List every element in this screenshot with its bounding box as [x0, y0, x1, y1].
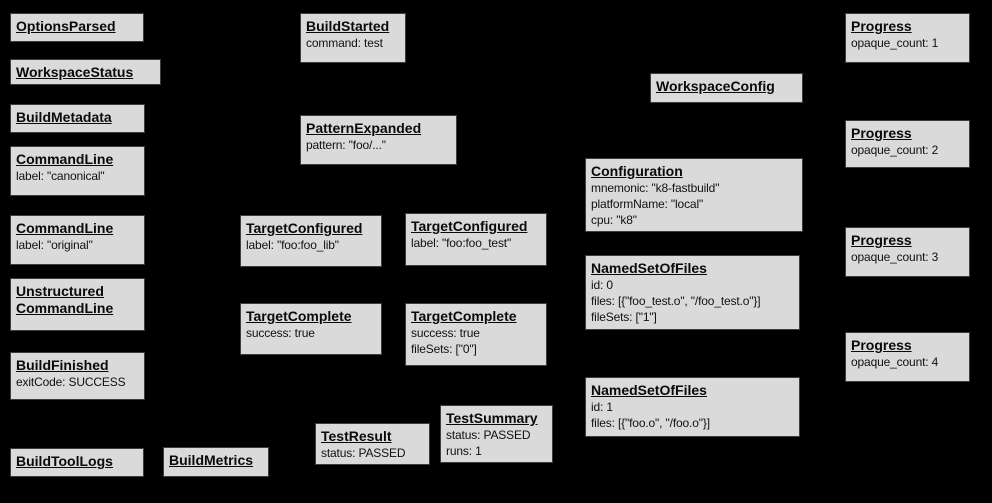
node-progress-2: Progress opaque_count: 2 — [845, 120, 970, 168]
node-title: Unstructured CommandLine — [16, 283, 114, 316]
node-body: label: "original" — [16, 238, 93, 252]
node-target-configured-foo-lib: TargetConfigured label: "foo:foo_lib" — [240, 215, 382, 267]
node-title: Progress — [851, 232, 912, 248]
node-title: NamedSetOfFiles — [591, 260, 707, 276]
node-test-summary: TestSummary status: PASSED runs: 1 — [440, 405, 553, 463]
node-title: OptionsParsed — [16, 18, 116, 34]
node-build-metadata: BuildMetadata — [10, 104, 145, 133]
node-body: command: test — [306, 36, 383, 50]
node-title: CommandLine — [16, 220, 114, 236]
node-pattern-expanded: PatternExpanded pattern: "foo/..." — [300, 115, 457, 165]
node-title: TargetConfigured — [246, 220, 363, 236]
node-title: WorkspaceStatus — [16, 64, 134, 80]
node-body: label: "foo:foo_test" — [411, 236, 512, 250]
node-unstructured-command-line: Unstructured CommandLine — [10, 278, 145, 331]
node-title: Progress — [851, 337, 912, 353]
node-named-set-of-files-0: NamedSetOfFiles id: 0 files: [{"foo_test… — [585, 255, 800, 330]
node-body: id: 1 files: [{"foo.o", "/foo.o"}] — [591, 400, 710, 430]
node-target-complete-foo-lib: TargetComplete success: true — [240, 303, 382, 355]
node-title: Configuration — [591, 163, 683, 179]
node-options-parsed: OptionsParsed — [10, 13, 144, 42]
node-body: mnemonic: "k8-fastbuild" platformName: "… — [591, 181, 720, 227]
node-title: BuildMetadata — [16, 109, 112, 125]
node-body: opaque_count: 2 — [851, 143, 939, 157]
node-progress-3: Progress opaque_count: 3 — [845, 227, 970, 277]
node-title: WorkspaceConfig — [656, 78, 775, 94]
node-title: TargetConfigured — [411, 218, 528, 234]
node-body: success: true fileSets: ["0"] — [411, 326, 480, 356]
node-title: BuildMetrics — [169, 452, 254, 468]
node-body: opaque_count: 4 — [851, 355, 939, 369]
node-configuration: Configuration mnemonic: "k8-fastbuild" p… — [585, 158, 803, 232]
node-body: exitCode: SUCCESS — [16, 375, 126, 389]
node-target-complete-foo-test: TargetComplete success: true fileSets: [… — [405, 303, 547, 366]
node-build-finished: BuildFinished exitCode: SUCCESS — [10, 352, 145, 400]
node-title: TestResult — [321, 428, 392, 444]
node-command-line-canonical: CommandLine label: "canonical" — [10, 146, 145, 196]
node-build-tool-logs: BuildToolLogs — [10, 448, 144, 477]
node-title: BuildToolLogs — [16, 453, 113, 469]
node-title: PatternExpanded — [306, 120, 422, 136]
node-title: BuildFinished — [16, 357, 109, 373]
node-build-metrics: BuildMetrics — [163, 447, 269, 477]
node-title: Progress — [851, 125, 912, 141]
node-title: BuildStarted — [306, 18, 390, 34]
node-target-configured-foo-test: TargetConfigured label: "foo:foo_test" — [405, 213, 547, 266]
node-title: TestSummary — [446, 410, 538, 426]
node-body: id: 0 files: [{"foo_test.o", "/foo_test.… — [591, 278, 761, 324]
node-named-set-of-files-1: NamedSetOfFiles id: 1 files: [{"foo.o", … — [585, 377, 800, 437]
node-body: opaque_count: 1 — [851, 36, 939, 50]
node-body: status: PASSED — [321, 446, 406, 460]
node-body: status: PASSED runs: 1 — [446, 428, 531, 458]
node-progress-1: Progress opaque_count: 1 — [845, 13, 970, 63]
node-body: pattern: "foo/..." — [306, 138, 386, 152]
node-body: label: "foo:foo_lib" — [246, 238, 339, 252]
node-title: Progress — [851, 18, 912, 34]
node-test-result: TestResult status: PASSED — [315, 423, 430, 465]
node-body: success: true — [246, 326, 315, 340]
node-body: label: "canonical" — [16, 169, 105, 183]
node-build-started: BuildStarted command: test — [300, 13, 406, 63]
node-progress-4: Progress opaque_count: 4 — [845, 332, 970, 382]
node-workspace-status: WorkspaceStatus — [10, 59, 161, 85]
node-body: opaque_count: 3 — [851, 250, 939, 264]
node-command-line-original: CommandLine label: "original" — [10, 215, 145, 265]
node-title: CommandLine — [16, 151, 114, 167]
node-workspace-config: WorkspaceConfig — [650, 73, 803, 103]
node-title: NamedSetOfFiles — [591, 382, 707, 398]
node-title: TargetComplete — [411, 308, 517, 324]
node-title: TargetComplete — [246, 308, 352, 324]
